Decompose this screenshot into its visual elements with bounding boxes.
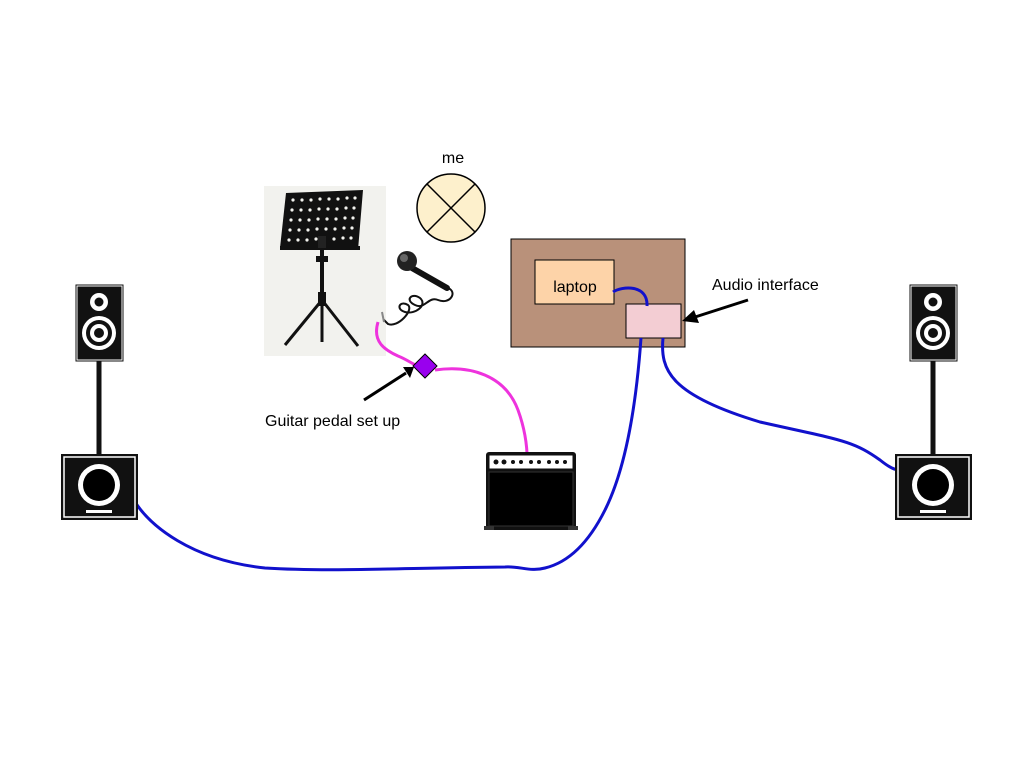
- guitar-pedal-arrow: [363, 367, 414, 402]
- right-speaker-icon: [895, 284, 972, 520]
- laptop-usb-cable: [612, 286, 649, 307]
- microphone-icon: [381, 251, 454, 326]
- audio-interface-arrow: [682, 298, 749, 323]
- right-speaker-cable: [661, 337, 901, 472]
- music-stand-icon: [264, 186, 386, 356]
- audio-interface-label: Audio interface: [712, 277, 819, 294]
- guitar-pedal-label: Guitar pedal set up: [265, 413, 400, 430]
- me-label: me: [442, 150, 464, 167]
- guitar-pedal-icon: [412, 353, 438, 379]
- guitar-cable-to-pedal: [375, 321, 419, 368]
- performer-position-marker: [416, 173, 486, 243]
- left-speaker-cable: [133, 337, 643, 572]
- guitar-cable-to-amp: [434, 367, 529, 469]
- left-speaker-icon: [61, 284, 138, 520]
- guitar-amplifier-icon: [484, 452, 578, 530]
- laptop-box: [534, 259, 615, 305]
- audio-interface-box: [625, 303, 682, 339]
- laptop-label: laptop: [553, 279, 597, 296]
